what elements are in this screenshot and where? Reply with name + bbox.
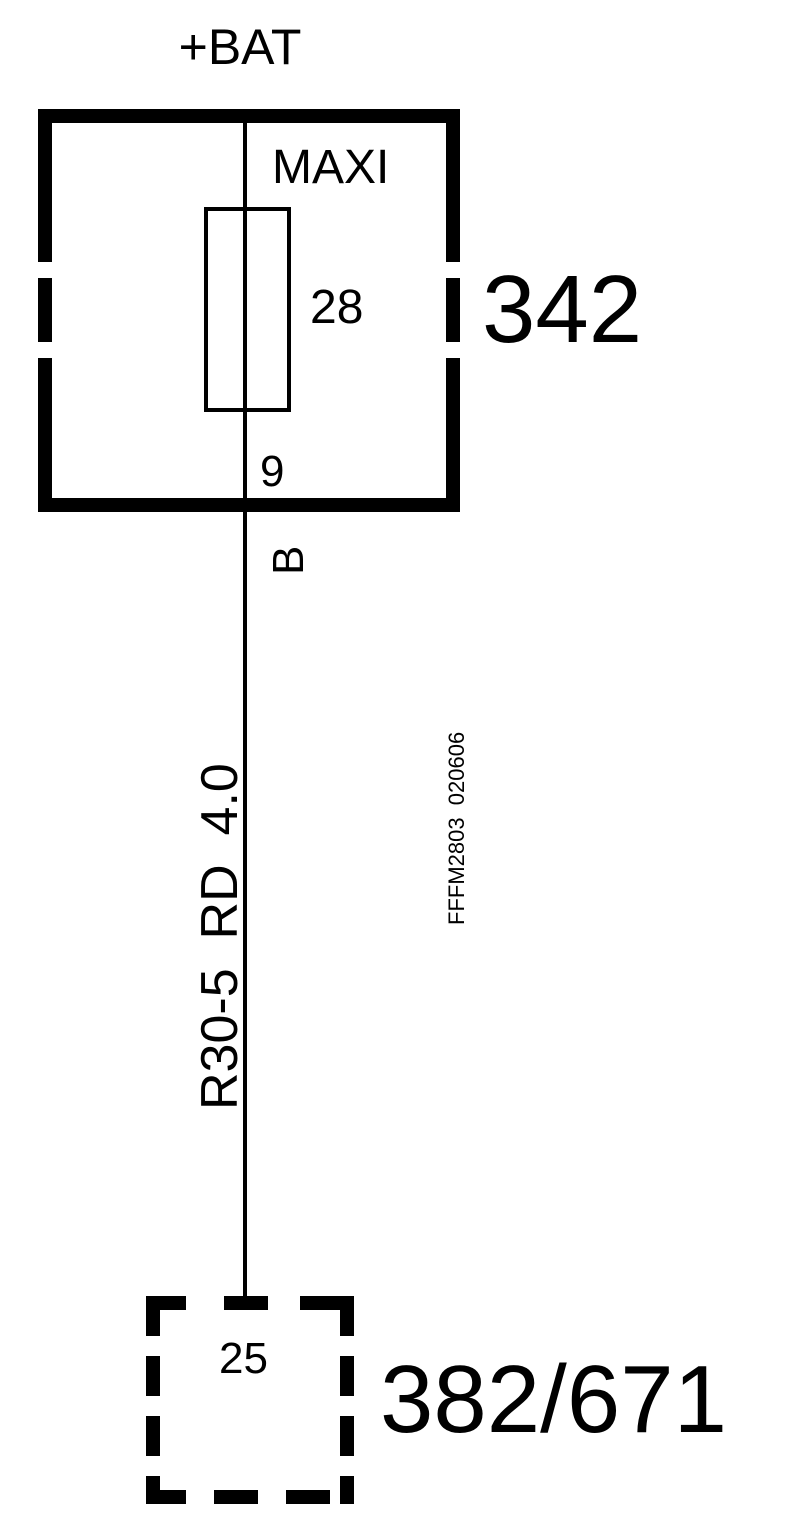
fuse-box-component-id: 342 [482,256,642,363]
fuse-pin-label: 9 [260,447,284,496]
fuse-type-label: MAXI [272,141,389,194]
fuse-number-label: 28 [310,281,363,334]
fuse-box-outline [38,109,460,512]
target-component-id: 382/671 [380,1346,727,1453]
fuse-symbol [204,207,291,412]
target-pin-label: 25 [219,1334,268,1383]
connector-label: B [264,546,313,575]
target-connector-outline [146,1296,354,1504]
supply-label: +BAT [179,19,302,75]
wire-spec-label: R30-5 RD 4.0 [191,763,249,1110]
drawing-code: FFFM2803 020606 [444,732,469,925]
